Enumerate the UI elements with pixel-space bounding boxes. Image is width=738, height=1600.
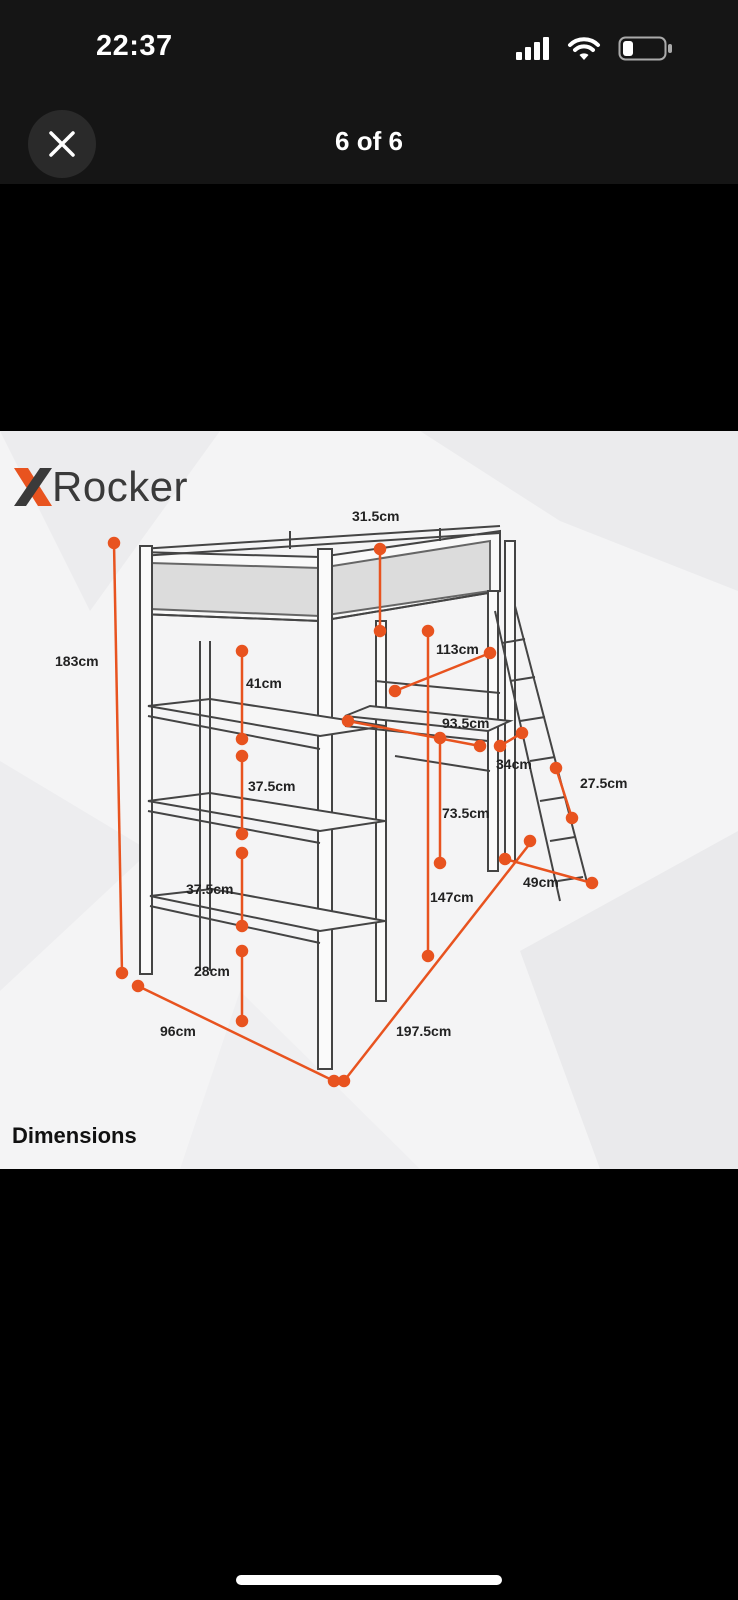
loft-bed-drawing	[107, 525, 599, 1088]
close-icon	[49, 131, 75, 157]
wifi-icon	[568, 37, 600, 60]
dim-desk-depth: 34cm	[496, 756, 532, 772]
status-icons	[514, 34, 674, 64]
dim-length: 197.5cm	[396, 1023, 452, 1039]
dim-width: 96cm	[160, 1023, 196, 1039]
dim-ladder-depth: 49cm	[523, 874, 559, 890]
dim-desk-height: 73.5cm	[442, 805, 490, 821]
signal-icon	[516, 37, 549, 60]
home-indicator[interactable]	[236, 1575, 502, 1585]
close-button[interactable]	[28, 110, 96, 178]
dim-under-height: 147cm	[430, 889, 474, 905]
dim-shelf-gap-mid: 37.5cm	[248, 778, 296, 794]
image-caption: Dimensions	[12, 1123, 137, 1148]
image-counter: 6 of 6	[335, 126, 403, 156]
brand-name: Rocker	[52, 463, 189, 510]
dim-shelf-gap-top: 41cm	[246, 675, 282, 691]
status-bar: 22:37	[0, 0, 738, 100]
background-pattern	[0, 431, 738, 1169]
dim-desk-depth-upper: 113cm	[436, 641, 479, 657]
dim-top-width: 31.5cm	[352, 508, 400, 524]
dim-bottom-gap: 28cm	[194, 963, 230, 979]
battery-icon	[618, 36, 672, 61]
dim-shelf-gap-low: 37.5cm	[186, 881, 234, 897]
status-time: 22:37	[96, 30, 173, 62]
viewer-nav-bar: 6 of 6	[0, 100, 738, 184]
product-image[interactable]: Rocker	[0, 431, 738, 1169]
brand-logo: Rocker	[12, 457, 188, 517]
brand-x-icon	[14, 468, 52, 506]
dim-ladder-step: 27.5cm	[580, 775, 628, 791]
dim-total-height: 183cm	[55, 653, 99, 669]
dim-desk-width: 93.5cm	[442, 715, 490, 731]
